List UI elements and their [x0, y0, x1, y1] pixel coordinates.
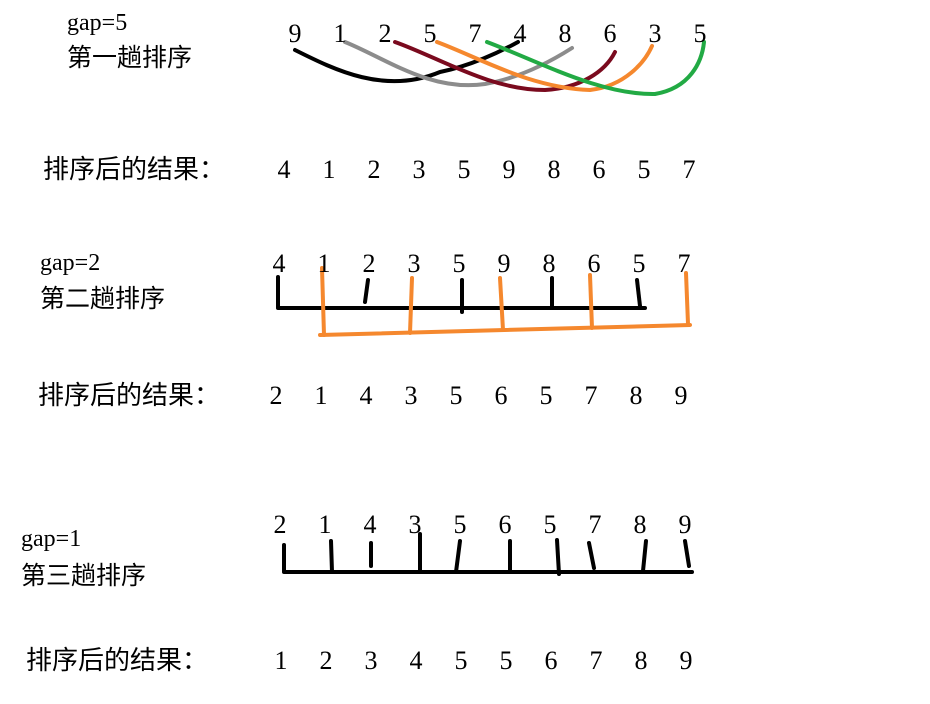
sequence-number: 7: [468, 19, 482, 48]
sequence-number: 5: [543, 510, 557, 539]
gap-label: gap=1: [21, 526, 82, 552]
result-number: 7: [589, 646, 603, 675]
sequence-number: 2: [362, 249, 376, 278]
sequence-number: 1: [317, 249, 331, 278]
result-number: 3: [412, 155, 426, 184]
sequence-number: 5: [453, 510, 467, 539]
sequence-number: 3: [407, 249, 421, 278]
result-number: 9: [679, 646, 693, 675]
result-number: 1: [322, 155, 336, 184]
group-curve-gray: [343, 40, 574, 88]
result-number: 5: [637, 155, 651, 184]
sequence-number: 2: [273, 510, 287, 539]
sequence-number: 7: [677, 249, 691, 278]
result-number: 1: [314, 381, 328, 410]
sequence-number: 5: [693, 19, 707, 48]
pass-title: 第三趟排序: [21, 561, 147, 590]
group-curve-orange: [435, 40, 654, 92]
sequence-number: 5: [452, 249, 466, 278]
sequence-number: 8: [542, 249, 556, 278]
group-curve-darkred: [393, 40, 617, 92]
result-number: 9: [502, 155, 516, 184]
result-number: 4: [409, 646, 423, 675]
sequence-number: 6: [498, 510, 512, 539]
result-number: 4: [359, 381, 373, 410]
result-number: 2: [319, 646, 333, 675]
sequence-number: 3: [408, 510, 422, 539]
gap-label: gap=2: [40, 250, 101, 276]
result-number: 1: [274, 646, 288, 675]
sequence-number: 9: [288, 19, 302, 48]
result-label: 排序后的结果：: [26, 646, 209, 676]
gap1-bracket: [282, 532, 694, 576]
gap-label: gap=5: [67, 10, 128, 36]
result-number: 2: [269, 381, 283, 410]
result-number: 5: [457, 155, 471, 184]
group-curve-black: [293, 40, 520, 84]
sequence-number: 9: [497, 249, 511, 278]
result-number: 5: [539, 381, 553, 410]
result-number: 9: [674, 381, 688, 410]
result-number: 7: [682, 155, 696, 184]
result-number: 6: [494, 381, 508, 410]
result-label: 排序后的结果：: [43, 155, 226, 185]
result-number: 5: [499, 646, 513, 675]
sequence-number: 7: [588, 510, 602, 539]
result-number: 5: [449, 381, 463, 410]
result-number: 6: [544, 646, 558, 675]
sequence-number: 2: [378, 19, 392, 48]
sequence-number: 4: [272, 249, 286, 278]
sequence-number: 3: [648, 19, 662, 48]
sequence-number: 9: [678, 510, 692, 539]
result-number: 3: [404, 381, 418, 410]
result-number: 3: [364, 646, 378, 675]
pass-title: 第二趟排序: [40, 284, 166, 313]
result-number: 6: [592, 155, 606, 184]
sequence-number: 4: [513, 19, 527, 48]
result-number: 8: [547, 155, 561, 184]
result-number: 7: [584, 381, 598, 410]
sequence-number: 5: [632, 249, 646, 278]
sequence-number: 4: [363, 510, 377, 539]
result-number: 5: [454, 646, 468, 675]
result-number: 4: [277, 155, 291, 184]
sequence-number: 1: [333, 19, 347, 48]
sequence-number: 6: [603, 19, 617, 48]
sequence-number: 6: [587, 249, 601, 278]
gap2-bracket-orange: [318, 266, 692, 337]
pass-title: 第一趟排序: [67, 43, 193, 72]
result-label: 排序后的结果：: [38, 381, 221, 411]
gap2-bracket-black: [276, 275, 647, 314]
sequence-number: 5: [423, 19, 437, 48]
result-number: 8: [634, 646, 648, 675]
sequence-number: 8: [633, 510, 647, 539]
group-curve-green: [485, 40, 706, 97]
result-number: 2: [367, 155, 381, 184]
sequence-number: 8: [558, 19, 572, 48]
sequence-number: 1: [318, 510, 332, 539]
result-number: 8: [629, 381, 643, 410]
